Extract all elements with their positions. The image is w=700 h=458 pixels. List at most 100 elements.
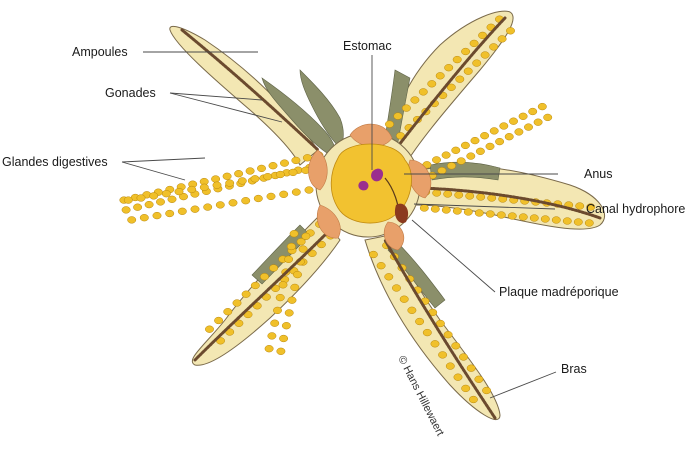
gland-right-bead: [507, 212, 517, 220]
gland-lower-left-2-bead: [298, 245, 308, 253]
gland-right-upper-bead: [437, 167, 447, 175]
gland-right-bead: [562, 217, 572, 225]
central-disk: [308, 123, 432, 251]
gland-lower-left-2-bead: [289, 230, 299, 238]
gland-right-upper-bead: [489, 127, 499, 135]
gland-lower-left-2-bead: [293, 270, 302, 279]
gland-right-bead: [551, 216, 561, 224]
gland-lower-left-2-bead: [287, 296, 297, 304]
gland-right-upper-bead: [485, 142, 495, 151]
gland-right-upper-bead: [524, 123, 533, 131]
gland-upper-right-bead: [472, 59, 482, 67]
ampoules-line-right: [418, 186, 602, 220]
gland-right-bead: [518, 213, 528, 221]
gland-upper-right-bead: [418, 88, 428, 96]
gland-lower-left-bead: [205, 325, 214, 333]
gland-left-lower-bead: [237, 177, 247, 185]
gland-left-lower-bead: [279, 190, 289, 198]
gland-right-bead: [443, 190, 453, 198]
gland-lower-left-2-bead: [264, 345, 274, 353]
gland-lower-left-2-bead: [273, 306, 282, 315]
gland-lower-left-2-bead: [284, 255, 294, 263]
label-plaque-madreporique: Plaque madréporique: [499, 285, 619, 299]
gland-lower-left-2-bead: [275, 293, 285, 302]
gland-upper-right-bead: [452, 55, 462, 64]
gland-lower-left-bead: [241, 290, 251, 298]
gland-lower-left-bead: [260, 273, 269, 281]
gland-lower-left-2-bead: [301, 232, 311, 240]
label-bras: Bras: [561, 362, 587, 376]
gland-lower-right-bead: [468, 395, 478, 404]
gland-lower-right-bead: [461, 384, 471, 393]
gland-left-lower-bead: [123, 196, 133, 204]
gland-left-lower-bead: [199, 183, 209, 191]
gland-lower-right-bead: [443, 331, 453, 339]
gland-left-upper-bead: [234, 170, 244, 178]
labels: Ampoules Gonades Glandes digestives Esto…: [2, 39, 685, 438]
gland-left-lower-bead: [288, 168, 298, 177]
gland-left-upper-bead: [291, 156, 301, 165]
gland-right-bead: [575, 202, 585, 210]
gland-right-upper-bead: [447, 162, 456, 170]
label-canal-hydrophore: Canal hydrophore: [586, 202, 685, 216]
gland-right-upper-bead: [432, 156, 441, 164]
gland-lower-right-bead: [453, 373, 463, 381]
gland-lower-right-bead: [384, 273, 394, 281]
gland-upper-right-bead: [444, 64, 454, 72]
gland-left-lower-bead: [187, 185, 197, 194]
gland-upper-right-bead: [401, 104, 411, 112]
gland-upper-right-bead: [469, 39, 479, 48]
gland-lower-left-2-bead: [286, 242, 296, 251]
madreporic-plate: [394, 203, 409, 224]
gland-right-upper-bead: [475, 147, 485, 155]
gland-upper-right-bead: [463, 67, 473, 75]
gland-lower-left-2-bead: [267, 332, 277, 340]
ampoules-line-upper-left: [180, 28, 320, 152]
label-glandes-digestives: Glandes digestives: [2, 155, 108, 169]
gland-right-bead: [430, 205, 440, 213]
gland-upper-right-bead: [435, 72, 445, 80]
gland-left-lower-bead: [250, 175, 260, 183]
gland-right-upper-bead: [504, 133, 514, 141]
gland-right-bead: [496, 211, 506, 219]
gland-lower-left-2-bead: [284, 309, 294, 317]
gland-right-upper-bead: [533, 118, 543, 126]
gland-left-lower-bead: [177, 207, 187, 215]
gland-lower-left-bead: [296, 238, 306, 246]
gland-right-upper-bead: [514, 128, 524, 136]
digestive-glands: [119, 15, 596, 404]
gland-left-upper-bead: [167, 195, 177, 203]
gland-left-upper-bead: [280, 159, 289, 167]
arm-lower-right: [364, 234, 501, 421]
gland-right-upper-bead: [509, 117, 518, 125]
gland-lower-right-bead: [407, 306, 417, 314]
gland-left-lower-bead: [152, 211, 162, 220]
leader-gonades-2: [169, 92, 283, 123]
gland-left-lower-bead: [225, 179, 235, 187]
gland-left-lower-bead: [253, 194, 263, 203]
gland-upper-right-bead: [427, 80, 437, 88]
gland-lower-left-bead: [214, 316, 224, 325]
gland-left-lower-bead: [139, 214, 149, 222]
gland-lower-right-bead: [435, 319, 445, 328]
label-gonades: Gonades: [105, 86, 156, 100]
gland-right-bead: [463, 208, 473, 216]
gland-left-lower-bead: [304, 186, 314, 194]
gland-upper-right-bead: [385, 120, 394, 128]
gland-lower-left-2-bead: [276, 347, 286, 355]
leader-canal: [413, 203, 556, 210]
gland-lower-right-bead: [466, 364, 476, 372]
gland-right-upper-bead: [518, 112, 528, 120]
gland-left-lower-bead: [136, 194, 146, 202]
gland-right-bead: [452, 207, 462, 215]
gland-upper-right-bead: [446, 83, 456, 91]
ambulacral-grooves: [180, 16, 602, 420]
gland-right-upper-bead: [495, 137, 505, 146]
gland-lower-right-bead: [392, 284, 401, 292]
gland-left-upper-bead: [268, 162, 278, 170]
gland-left-upper-bead: [133, 203, 143, 211]
stomach: [330, 143, 412, 224]
stomach-lobe-se: [383, 221, 405, 251]
gland-right-upper-bead: [480, 132, 490, 140]
